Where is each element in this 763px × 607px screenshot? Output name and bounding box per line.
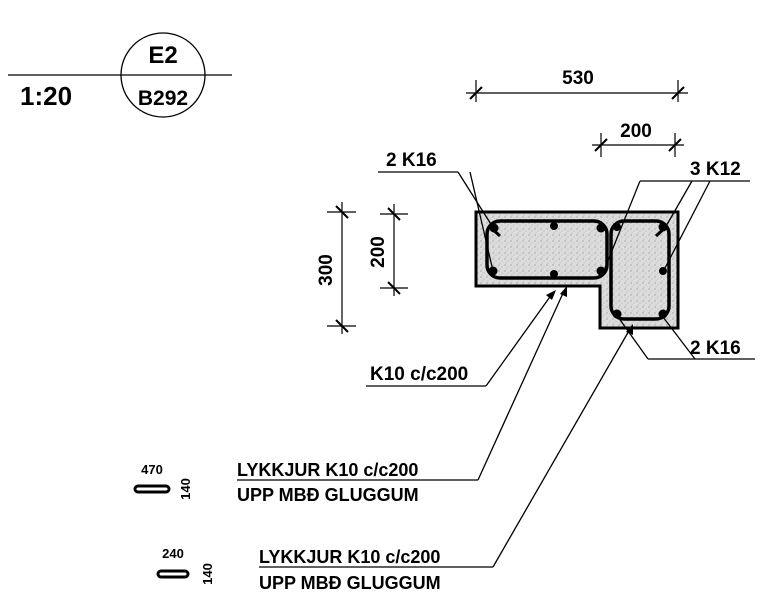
rebar-dot [596,223,606,233]
scale-label: 1:20 [20,81,72,111]
schedule-length: 240 [162,546,184,561]
overall-height-label: 300 [316,254,337,286]
rebar-dot [658,309,668,319]
stirrup-flange [609,219,671,321]
overall-width-label: 530 [562,68,594,89]
rebar-dot [613,223,621,231]
schedule-length: 470 [141,462,163,477]
leader-top-right-bars: 3 K12 [604,159,750,269]
rebar-dot [612,309,622,319]
dimension-overall-width: 530 [466,68,688,102]
slab-depth-label: 200 [368,236,389,268]
rebar-dot [550,222,558,230]
dimension-slab-depth: 200 [368,204,408,296]
bottom-bars-label: 2 K16 [690,338,741,359]
dimension-overall-height: 300 [316,202,356,334]
schedule-line1: LYKKJUR K10 c/c200 [259,547,440,567]
stirrup-shape-icon [156,569,190,579]
schedule-line2: UPP MBÐ GLUGGUM [259,573,441,593]
section-marker: E2 B292 1:20 [8,32,232,118]
leader-stirrups: K10 c/c200 [366,290,556,387]
section-id: E2 [148,42,177,69]
schedule-height: 140 [178,478,193,500]
leader-top-left-bars: 2 K16 [378,150,495,272]
schedule-item-2: 240 140 LYKKJUR K10 c/c200 UPP MBÐ GLUGG… [156,324,633,593]
marker-circle [120,32,206,118]
rebar-dot [658,222,668,232]
concrete-outline [474,210,680,330]
top-right-bars-label: 3 K12 [690,159,741,180]
rebar-dot [550,270,558,278]
stirrup-shape-icon [133,484,171,494]
sheet-ref: B292 [138,87,188,110]
top-left-bars-label: 2 K16 [386,150,437,171]
rebar-dot [659,267,667,275]
dimension-flange-width: 200 [592,121,684,157]
stirrup-main [485,219,609,280]
schedule-height: 140 [200,563,215,585]
schedule-line2: UPP MBÐ GLUGGUM [237,485,419,505]
concrete-section [474,210,680,330]
stirrups-label: K10 c/c200 [370,364,468,385]
schedule-line1: LYKKJUR K10 c/c200 [237,460,418,480]
flange-width-label: 200 [620,121,652,142]
rebar-dot [596,266,606,276]
leader-bottom-bars: 2 K16 [617,316,755,360]
schedule-item-1: 470 140 LYKKJUR K10 c/c200 UPP MBÐ GLUGG… [133,286,567,505]
